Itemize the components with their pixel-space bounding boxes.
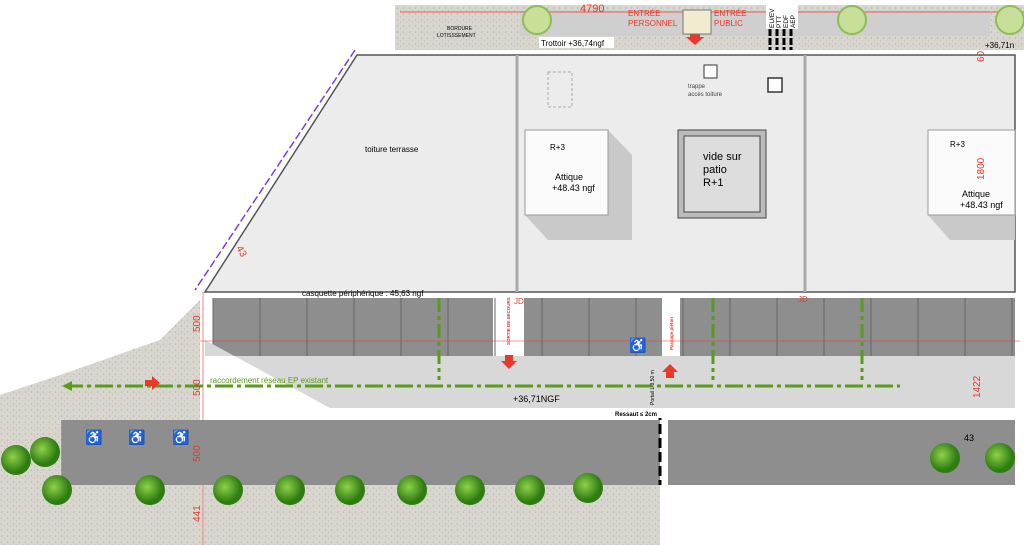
parking-row-bottom	[62, 420, 660, 485]
tree-icon	[455, 475, 485, 505]
bordure-label-2: LOTISSSEMENT	[437, 33, 476, 39]
entry-arrow-icon	[662, 364, 678, 378]
vide-label-3: R+1	[703, 177, 724, 189]
exit-arrow-icon	[501, 355, 517, 369]
vide-label-2: patio	[703, 164, 727, 176]
entree-personnel: ENTRÉE	[628, 9, 660, 18]
tree-icon	[42, 475, 72, 505]
dim-500-a: 500	[192, 315, 203, 332]
street-tree-icon	[522, 5, 552, 35]
tree-icon	[985, 443, 1015, 473]
tree-icon	[30, 437, 60, 467]
network-label-backing	[766, 0, 798, 29]
portail-label: Portail L 3,50 m	[650, 370, 656, 405]
flow-arrow-icon	[145, 376, 160, 390]
tree-icon	[213, 475, 243, 505]
parking-row-top	[213, 298, 493, 356]
vide-label: vide sur	[703, 151, 742, 163]
arrow-icon	[62, 381, 72, 391]
spot-number: 43	[964, 433, 974, 443]
network-aep: AEP	[790, 15, 797, 28]
toiture-label: toiture terrasse	[365, 145, 419, 154]
ressaut-label: Ressaut ≤ 2cm	[615, 412, 657, 418]
dim-1800: 1800	[976, 157, 987, 180]
tree-icon	[397, 475, 427, 505]
level-right: +36,71n	[985, 41, 1014, 50]
attique-right	[927, 129, 1016, 216]
tree-icon	[515, 475, 545, 505]
trappe-label-2: accès toiture	[688, 92, 723, 98]
tree-icon	[135, 475, 165, 505]
dim-500-b: 500	[192, 379, 203, 396]
tree-icon	[335, 475, 365, 505]
trottoir-level: Trottoir +36,74ngf	[541, 39, 605, 48]
attique-left-level: +48.43 ngf	[552, 183, 595, 193]
network-eu: EU/EV	[769, 8, 776, 28]
sortie-secours-label: SORTIE DE SECOURS	[506, 297, 511, 345]
r3-right: R+3	[950, 140, 965, 149]
r3-left: R+3	[550, 143, 565, 152]
casquette-label: casquette périphérique : 45,63 ngf	[302, 289, 424, 298]
street-tree-icon	[995, 5, 1024, 35]
entree-public-2: PUBLIC	[714, 19, 743, 28]
trappe-label: trappe	[688, 84, 706, 90]
street-tree-icon	[837, 5, 867, 35]
dim-1422: 1422	[972, 375, 983, 398]
dim-60: 60	[976, 50, 987, 62]
entree-personnel-2: PERSONNEL	[628, 19, 678, 28]
attique-left-label: Attique	[555, 172, 583, 182]
trappe-icon	[703, 64, 718, 79]
tree-icon	[275, 475, 305, 505]
drive-aisle	[205, 340, 1015, 408]
accessible-parking-icon: ♿	[172, 429, 189, 446]
passage-pieton-label: Passage piéton	[669, 317, 674, 350]
dim-500-c: 500	[192, 445, 203, 462]
jd-label-2: JD	[798, 295, 808, 304]
attique-right-level: +48.43 ngf	[960, 200, 1003, 210]
dim-441: 441	[192, 505, 203, 522]
raccordement-label: raccordement réseau EP existant	[210, 376, 329, 385]
accessible-parking-icon: ♿	[85, 429, 102, 446]
attique-left	[524, 129, 609, 216]
bordure-label: BORDURE	[447, 26, 473, 32]
ngf-level: +36,71NGF	[513, 394, 560, 404]
tree-icon	[573, 473, 603, 503]
entree-public: ENTRÉE	[714, 9, 746, 18]
network-ptt: PTT	[776, 16, 783, 28]
network-edf: EDF	[783, 15, 790, 28]
tree-icon	[1, 445, 31, 475]
tree-icon	[930, 443, 960, 473]
dim-43: 43	[233, 244, 248, 260]
accessible-parking-icon: ♿	[128, 429, 145, 446]
accessible-parking-icon: ♿	[629, 337, 646, 354]
dim-4790: 4790	[580, 3, 604, 15]
attique-right-label: Attique	[962, 189, 990, 199]
jd-label: JD	[514, 297, 524, 306]
